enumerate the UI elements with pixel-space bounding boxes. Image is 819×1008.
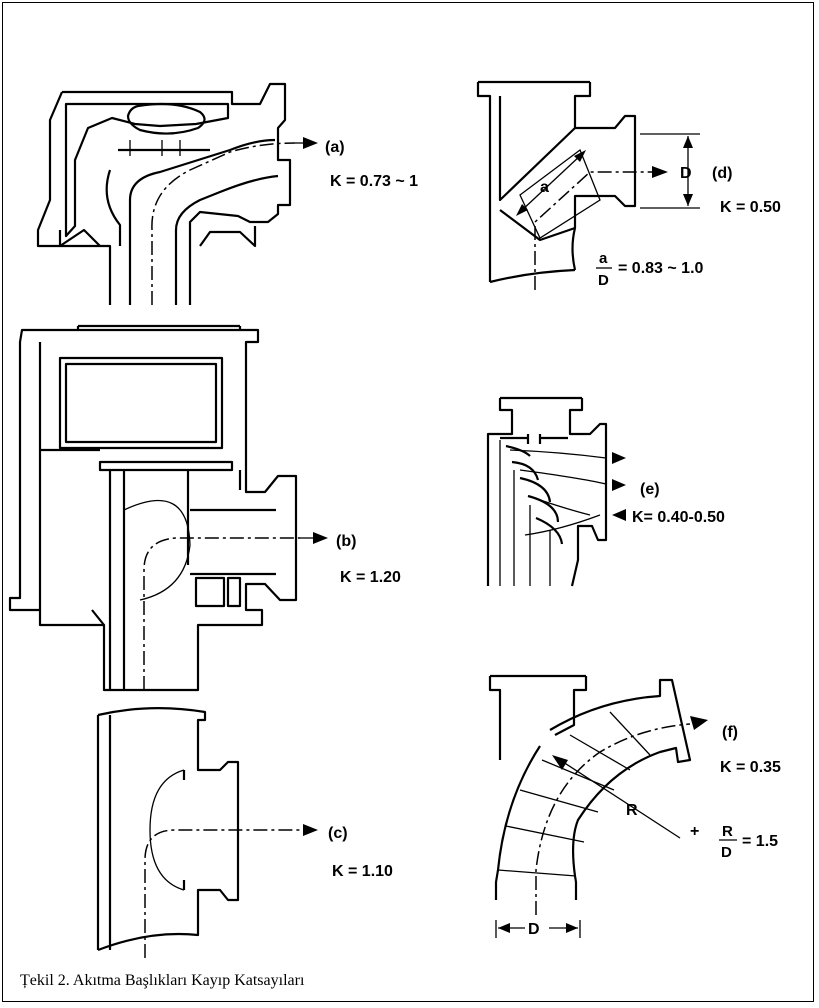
diagram-e-tag: (e) (640, 481, 660, 498)
diagram-d-coefficient: K = 0.50 (720, 199, 781, 216)
diagram-b-tag: (b) (336, 533, 356, 550)
diagram-c: (c) K = 1.10 (96, 707, 393, 958)
diagram-f-ratio-num: R (722, 823, 733, 840)
diagram-d-ratio-den: D (598, 272, 609, 289)
diagram-b: (b) K = 1.20 (8, 324, 401, 692)
diagram-f-tag: (f) (722, 724, 738, 741)
diagram-d-ratio-num: a (599, 250, 608, 267)
diagram-f-coefficient: K = 0.35 (720, 759, 781, 776)
diagram-a-coefficient: K = 0.73 ~ 1 (330, 173, 418, 190)
diagram-e: (e) K= 0.40-0.50 (486, 396, 725, 587)
diagram-f-center-mark: + (690, 823, 699, 840)
figure-caption: Țekil 2. Akıtma Başlıkları Kayıp Katsayı… (20, 972, 305, 989)
diagram-c-coefficient: K = 1.10 (332, 863, 393, 880)
diagram-f-dim-R: R (626, 802, 638, 819)
diagram-f: + R D (f) K = 0.35 R D = 1.5 (488, 674, 781, 938)
diagram-f-dim-D: D (528, 921, 540, 938)
diagram-f-ratio-den: D (721, 844, 732, 861)
diagram-d-ratio-value: = 0.83 ~ 1.0 (618, 260, 704, 277)
diagram-c-tag: (c) (328, 825, 348, 842)
diagram-b-coefficient: K = 1.20 (340, 569, 401, 586)
diagram-d-dim-D: D (680, 165, 692, 182)
diagram-d: a D (d) K = 0.50 a D = 0.83 ~ 1.0 (476, 80, 781, 290)
diagram-a-tag: (a) (325, 139, 345, 156)
diagram-a: (a) K = 0.73 ~ 1 (36, 82, 418, 305)
diagram-e-coefficient: K= 0.40-0.50 (632, 509, 725, 526)
diagram-d-tag: (d) (712, 165, 732, 182)
diagram-f-ratio-value: = 1.5 (742, 833, 778, 850)
diagram-d-dim-a: a (540, 179, 549, 196)
